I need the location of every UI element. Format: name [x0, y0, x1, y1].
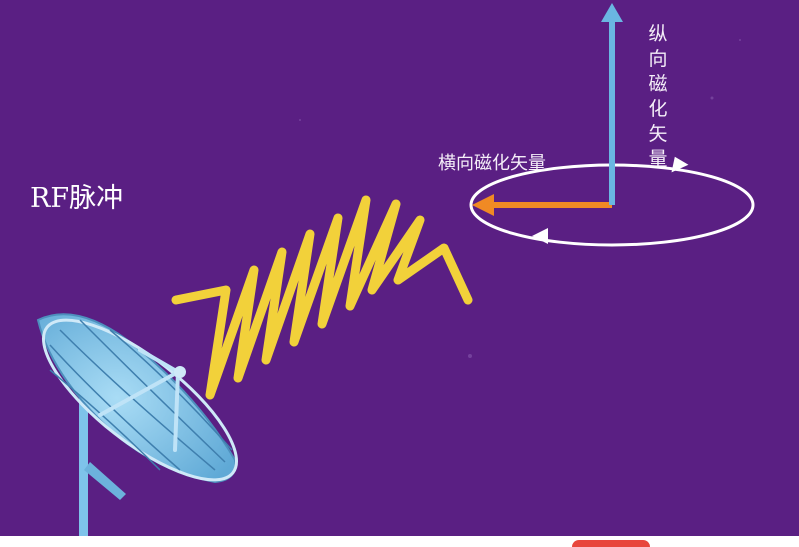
- dish-ribs: [49, 319, 233, 471]
- satellite-dish-icon: [36, 313, 239, 536]
- dish-brace: [84, 462, 126, 500]
- longitudinal-arrow-head-icon: [601, 3, 623, 22]
- longitudinal-vector-label: 纵向磁化矢量: [648, 23, 668, 170]
- dish-feed-arms: [98, 348, 180, 452]
- longitudinal-vector-arrow: [601, 3, 623, 205]
- transverse-arrow-head-icon: [472, 194, 494, 216]
- dish-bowl: [36, 313, 237, 484]
- rf-pulse-label: RF脉冲: [30, 183, 124, 214]
- corner-badge: [572, 540, 650, 547]
- dish-feed-horn: [174, 366, 186, 378]
- dish-mast: [79, 395, 88, 536]
- transverse-vector-arrow: [472, 194, 612, 216]
- bottom-strip: [0, 536, 799, 547]
- background-speckles: [299, 39, 741, 358]
- transverse-vector-label: 横向磁化矢量: [438, 153, 546, 174]
- orbit-arrow-left-icon: [532, 228, 548, 244]
- rf-wave-path: [171, 195, 473, 400]
- zigzag-wave-icon: [171, 195, 473, 400]
- orbit-arrow-right-icon: [671, 156, 689, 173]
